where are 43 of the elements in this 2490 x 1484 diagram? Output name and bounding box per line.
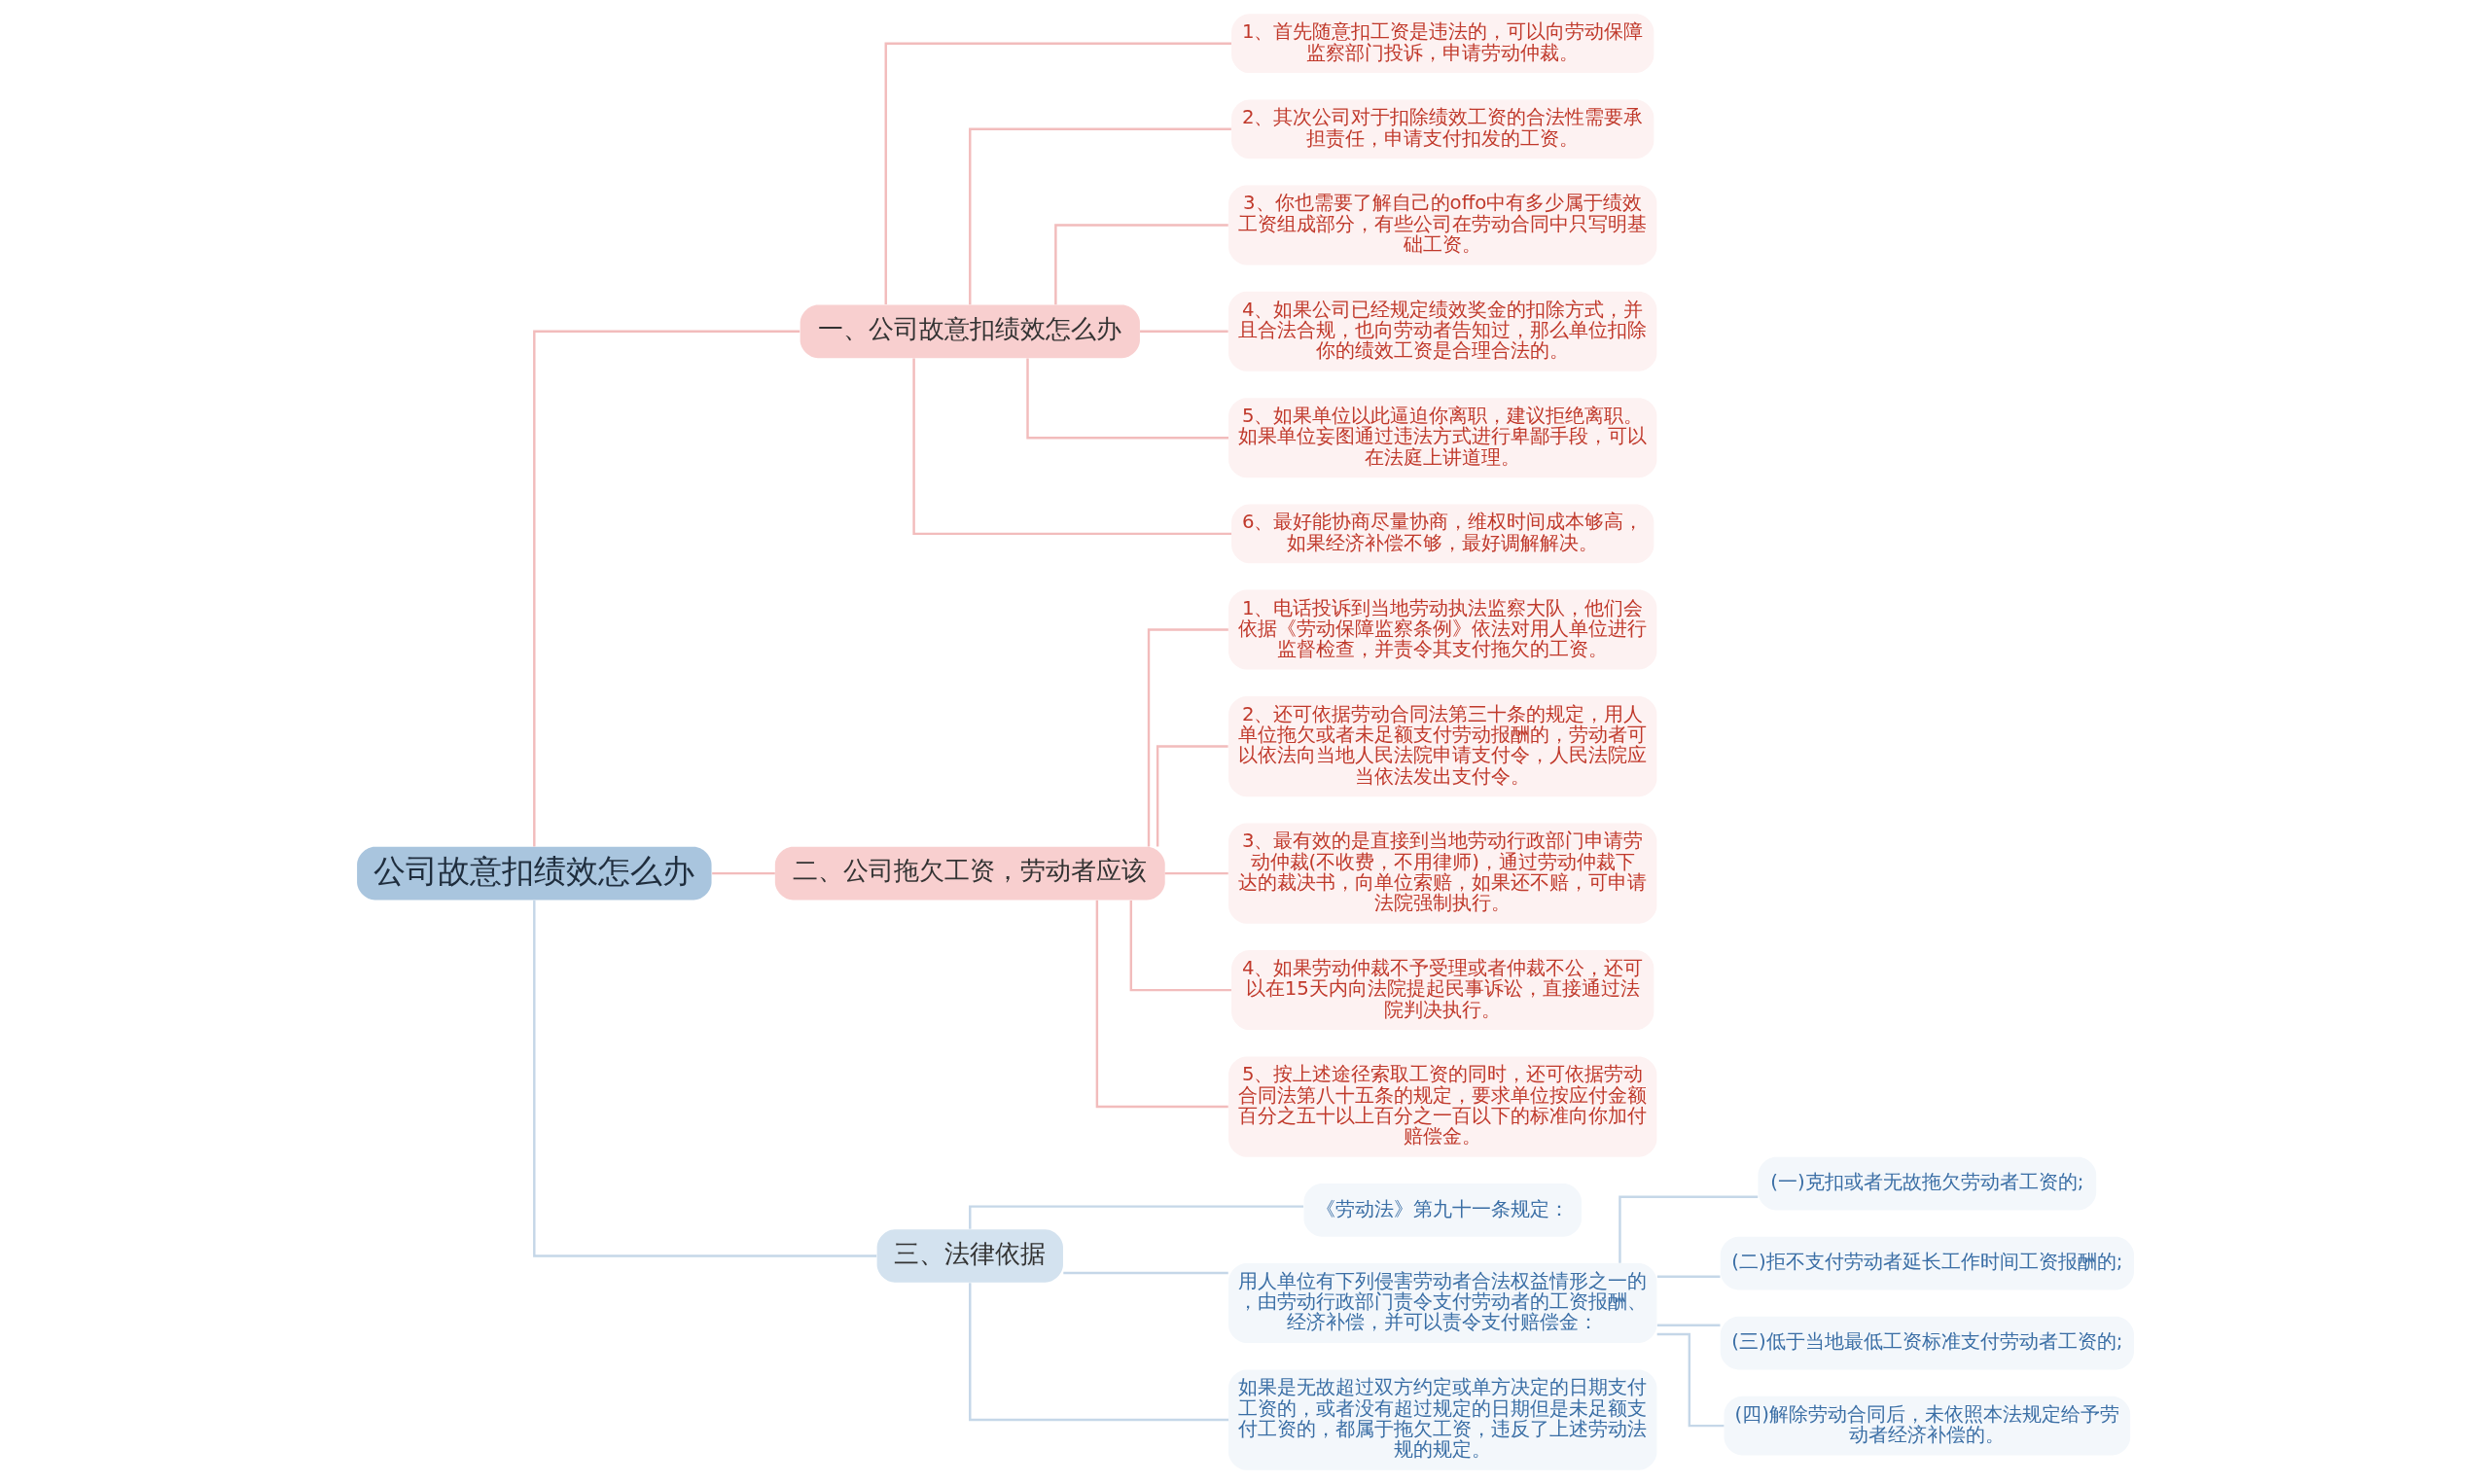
node-box: 二、公司拖欠工资，劳动者应该 <box>774 846 1165 901</box>
connector <box>1139 330 1228 334</box>
connector <box>1656 1332 1724 1428</box>
connector <box>884 42 1231 304</box>
connector <box>1062 1271 1228 1275</box>
node-box: 三、法律依据 <box>876 1229 1063 1283</box>
connector <box>968 1205 1303 1229</box>
node-box: 2、其次公司对于扣除绩效工资的合法性需要承担责任，申请支付扣发的工资。 <box>1230 99 1654 159</box>
node-box: 2、还可依据劳动合同法第三十条的规定，用人单位拖欠或者未足额支付劳动报酬的，劳动者可以依法向当地人民法院申请支付令，人民法院应当依法发出支付令。 <box>1227 695 1656 797</box>
connector <box>1053 224 1228 305</box>
node-box: 一、公司故意扣绩效怎么办 <box>800 304 1140 359</box>
connector <box>1147 628 1228 847</box>
node-box: 用人单位有下列侵害劳动者合法权益情形之一的，由劳动行政部门责令支付劳动者的工资报酬、经济补偿，并可以责令支付赔偿金： <box>1227 1263 1656 1344</box>
node-box: (二)拒不支付劳动者延长工作时间工资报酬的; <box>1720 1236 2134 1290</box>
node-box: 3、最有效的是直接到当地劳动行政部门申请劳动仲裁(不收费，不用律师)，通过劳动仲裁下达的裁决书，向单位索赔，如果还不赔，可申请法院强制执行。 <box>1227 823 1656 924</box>
connector <box>968 1283 1228 1422</box>
node-box: 5、按上述途径索取工资的同时，还可依据劳动合同法第八十五条的规定，要求单位按应付金额百分之五十以上百分之一百以下的标准向你加付赔偿金。 <box>1227 1056 1656 1157</box>
node-box: 如果是无故超过双方约定或单方决定的日期支付工资的，或者没有超过规定的日期但是未足额支付工资的，都属于拖欠工资，违反了上述劳动法规的规定。 <box>1227 1369 1656 1470</box>
connector <box>1025 358 1228 440</box>
connector <box>968 127 1231 305</box>
connector <box>1129 900 1231 992</box>
node-box: (四)解除劳动合同后，未依照本法规定给予劳动者经济补偿的。 <box>1724 1396 2130 1456</box>
connector <box>1164 871 1228 875</box>
node-box: 《劳动法》第九十一条规定： <box>1303 1184 1582 1237</box>
connector <box>1156 745 1228 847</box>
node-box: 5、如果单位以此逼迫你离职，建议拒绝离职。如果单位妄图通过违法方式进行卑鄙手段，可以在法庭上讲道理。 <box>1227 398 1656 478</box>
connector <box>711 871 775 875</box>
connector <box>1656 1324 1720 1327</box>
connector <box>1095 900 1228 1109</box>
node-box: 4、如果劳动仲裁不予受理或者仲裁不公，还可以在15天内向法院提起民事诉讼，直接通过法院判决执行。 <box>1230 950 1654 1031</box>
node-box: 3、你也需要了解自己的offo中有多少属于绩效工资组成部分，有些公司在劳动合同中只写明基础工资。 <box>1227 185 1656 265</box>
connector <box>532 330 800 847</box>
node-box: (一)克扣或者无故拖欠劳动者工资的; <box>1757 1156 2096 1211</box>
node-box: 6、最好能协商尽量协商，维权时间成本够高，如果经济补偿不够，最好调解解决。 <box>1230 504 1654 564</box>
connector <box>532 900 876 1257</box>
connector <box>1618 1195 1758 1263</box>
node-box: 1、首先随意扣工资是违法的，可以向劳动保障监察部门投诉，申请劳动仲裁。 <box>1230 14 1654 74</box>
node-box: 4、如果公司已经规定绩效奖金的扣除方式，并且合法合规，也向劳动者告知过，那么单位扣除你的绩效工资是合理合法的。 <box>1227 291 1656 371</box>
node-box: 公司故意扣绩效怎么办 <box>356 846 712 901</box>
connector <box>1656 1275 1720 1278</box>
node-box: 1、电话投诉到当地劳动执法监察大队，他们会依据《劳动保障监察条例》依法对用人单位进行监督检查，并责令其支付拖欠的工资。 <box>1227 589 1656 670</box>
node-box: (三)低于当地最低工资标准支付劳动者工资的; <box>1720 1316 2134 1370</box>
connector <box>911 358 1231 536</box>
